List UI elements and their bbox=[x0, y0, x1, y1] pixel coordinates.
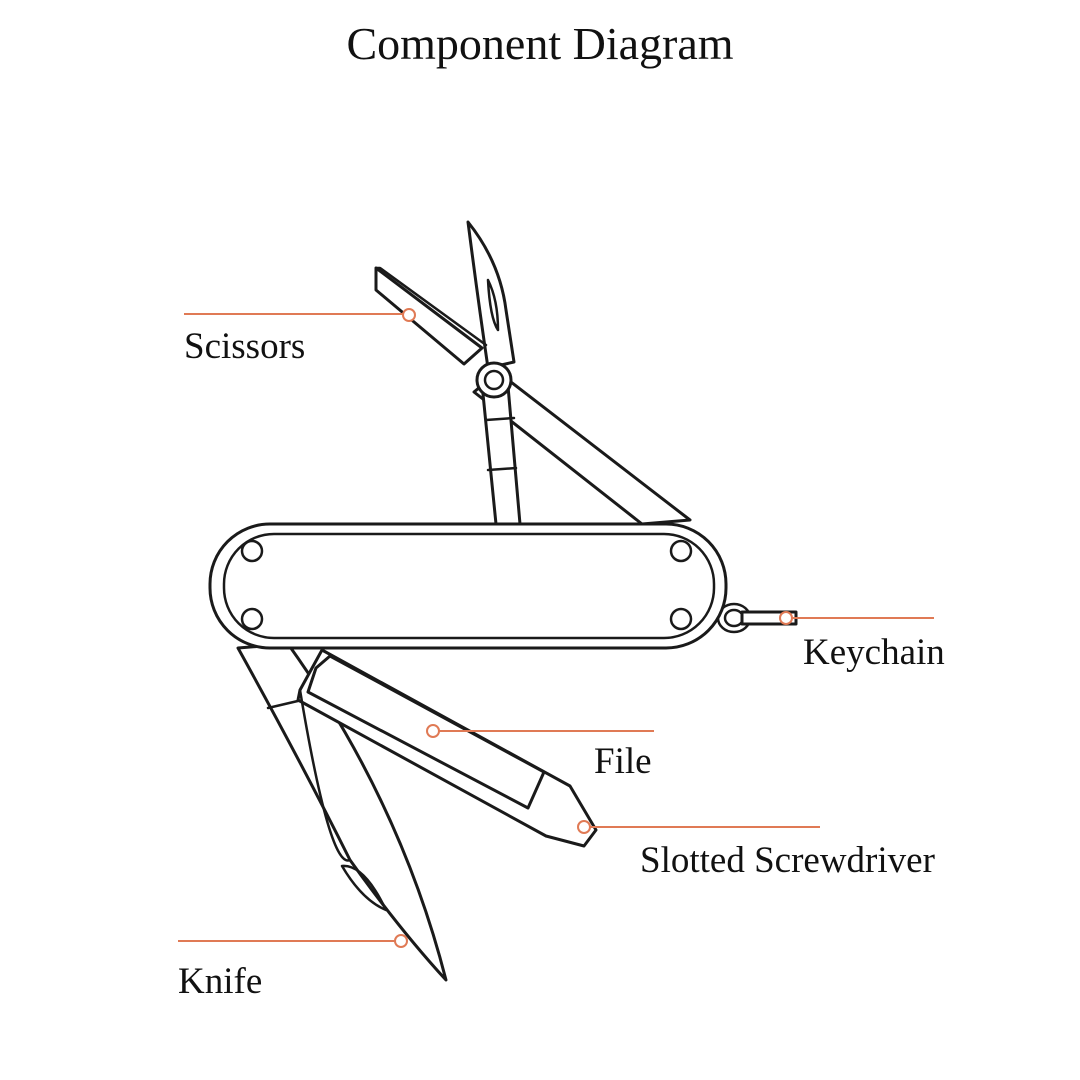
leader-knife bbox=[178, 934, 408, 948]
leader-screwdriver bbox=[577, 820, 820, 834]
label-scissors: Scissors bbox=[184, 326, 305, 367]
label-slotted-screwdriver: Slotted Screwdriver bbox=[640, 840, 935, 881]
knife-body bbox=[208, 522, 728, 650]
leader-keychain bbox=[779, 611, 934, 625]
label-file: File bbox=[594, 741, 652, 782]
label-knife: Knife bbox=[178, 961, 262, 1002]
label-keychain: Keychain bbox=[803, 632, 945, 673]
leader-file bbox=[426, 724, 654, 738]
leader-scissors bbox=[184, 308, 416, 322]
file-tool bbox=[296, 648, 598, 862]
knife-blade bbox=[236, 642, 448, 982]
scissors-tool bbox=[374, 220, 692, 526]
diagram-title: Component Diagram bbox=[346, 18, 734, 69]
